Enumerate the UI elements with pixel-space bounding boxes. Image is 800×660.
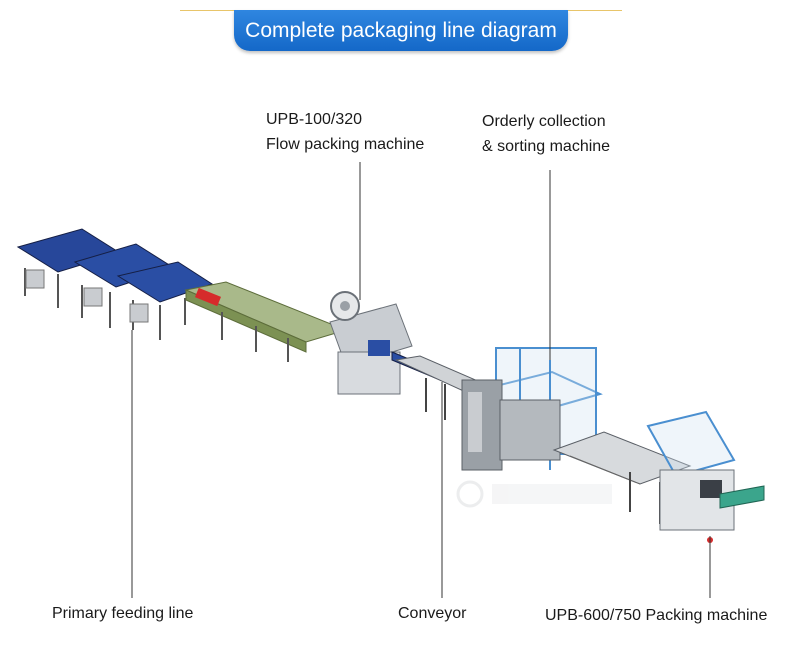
label-conveyor: Conveyor — [398, 605, 467, 622]
watermark-logo — [456, 480, 612, 508]
label-flow-packer-name: Flow packing machine — [266, 136, 425, 153]
label-collector-line1: Orderly collection — [482, 113, 606, 130]
infeed-conveyor — [184, 281, 348, 362]
banner-line-right — [566, 10, 622, 11]
flow-packing-machine — [329, 291, 441, 395]
packing-infeed-conveyor — [552, 431, 692, 524]
case-packing-machine — [646, 410, 765, 543]
label-collector-line2: & sorting machine — [482, 138, 611, 155]
collection-sorting-machine — [461, 347, 603, 471]
diagram-title-banner: Complete packaging line diagram — [234, 10, 568, 51]
label-flow-packer-model: UPB-100/320 — [266, 111, 363, 128]
label-feeding-line: Primary feeding line — [52, 605, 194, 622]
primary-feeding-line — [16, 228, 214, 340]
label-packing-machine: UPB-600/750 Packing machine — [545, 607, 768, 624]
banner-line-left — [180, 10, 236, 11]
